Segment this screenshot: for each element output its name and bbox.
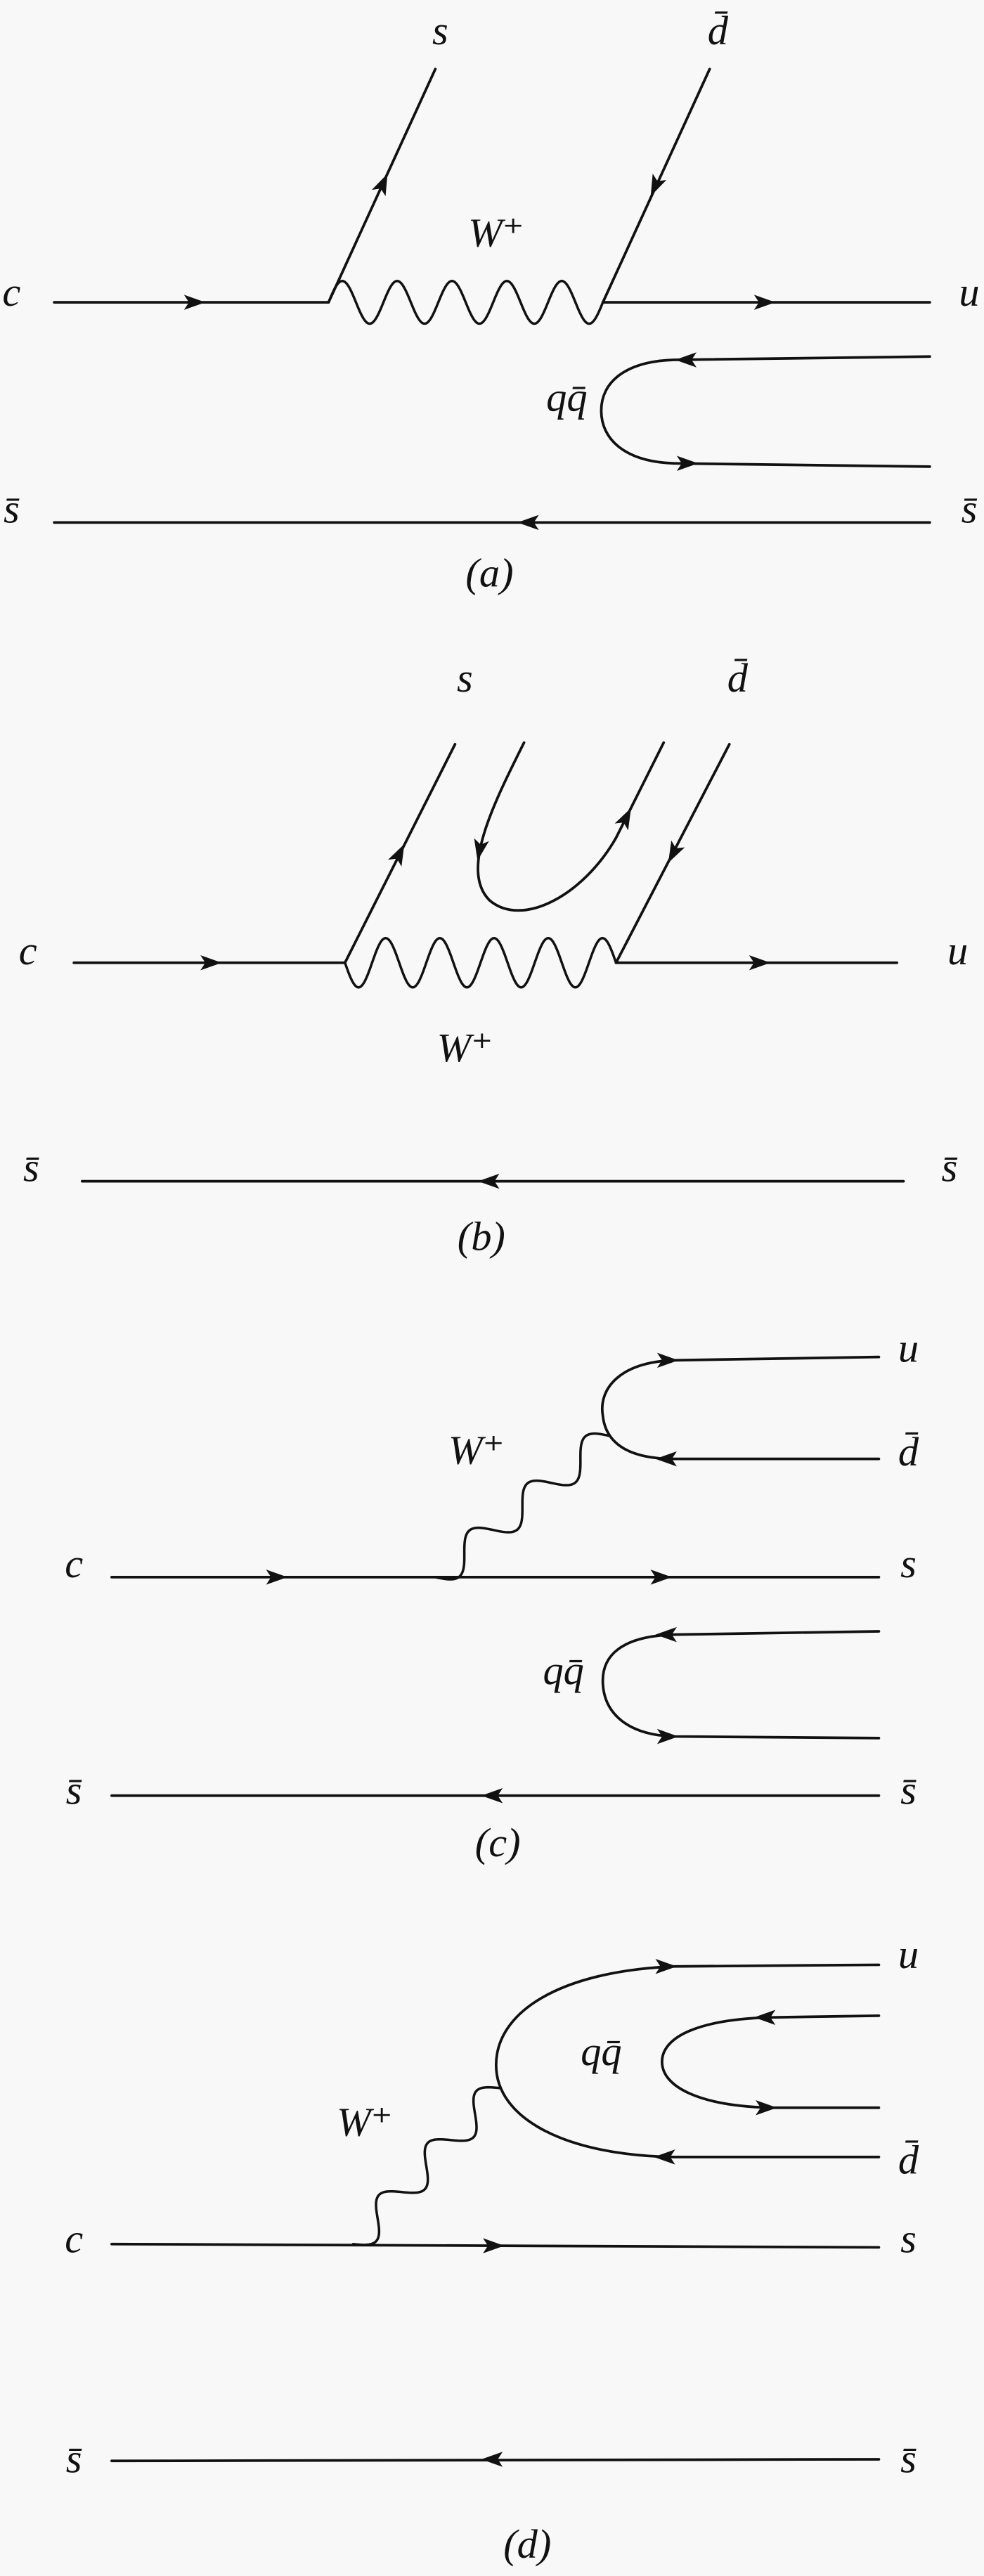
w-boson <box>327 280 604 325</box>
u-dbar-pair-line <box>494 1963 881 2158</box>
label-sbar-left: s̄ <box>4 486 20 531</box>
label-sbar-right: s̄ <box>942 1145 958 1191</box>
qqbar-loop <box>601 1630 881 1740</box>
label-sbar-left: s̄ <box>66 2436 82 2482</box>
label-c: c <box>65 2215 83 2261</box>
arrow-s-out <box>371 170 395 197</box>
qqbar-loop <box>661 2014 881 2109</box>
label-w-boson: W⁺ <box>437 1025 493 1070</box>
label-sbar-left: s̄ <box>23 1145 39 1191</box>
label-dbar: d̄ <box>898 2137 919 2182</box>
label-u: u <box>947 928 968 973</box>
arrow-s-out <box>388 841 411 867</box>
label-qqbar: qq̄ <box>581 2028 621 2074</box>
label-s: s <box>900 2215 917 2261</box>
label-sbar-right: s̄ <box>900 1767 917 1813</box>
label-s: s <box>457 655 473 701</box>
w-boson <box>344 936 618 989</box>
label-dbar: d̄ <box>898 1429 919 1475</box>
u-dbar-pair-line <box>600 1355 881 1461</box>
qqbar-pair-line <box>477 741 666 912</box>
label-u: u <box>898 1326 919 1371</box>
label-c: c <box>19 928 37 973</box>
diagram-c: u d̄ W⁺ c s qq̄ s̄ s̄ (c) <box>65 1326 919 1866</box>
diagram-a: c s d̄ W⁺ u qq̄ s̄ s̄ (a) <box>2 8 979 595</box>
label-w-boson: W⁺ <box>337 2099 393 2145</box>
w-boson <box>351 2085 501 2246</box>
arrow-qqbar-right <box>614 804 638 831</box>
arrow-dbar-out <box>661 840 685 867</box>
caption: (c) <box>475 1820 521 1865</box>
caption: (b) <box>458 1214 505 1260</box>
w-boson <box>434 1432 611 1581</box>
diagram-b: s d̄ c u W⁺ s̄ s̄ (b) <box>19 655 968 1260</box>
arrow-dbar-out <box>643 173 667 200</box>
label-dbar: d̄ <box>708 8 729 53</box>
caption: (d) <box>503 2521 551 2567</box>
diagram-d: u qq̄ W⁺ d̄ c s s̄ s̄ (d) <box>65 1931 919 2567</box>
label-s: s <box>432 8 448 53</box>
label-sbar-right: s̄ <box>962 486 978 531</box>
label-w-boson: W⁺ <box>468 210 524 256</box>
label-u: u <box>959 269 979 315</box>
caption: (a) <box>465 550 513 596</box>
label-s: s <box>900 1541 917 1586</box>
label-sbar-right: s̄ <box>900 2436 917 2482</box>
label-dbar: d̄ <box>727 655 749 701</box>
label-u: u <box>898 1931 919 1977</box>
label-w-boson: W⁺ <box>448 1428 505 1473</box>
label-c: c <box>65 1541 83 1586</box>
label-qqbar: qq̄ <box>546 374 587 420</box>
label-qqbar: qq̄ <box>543 1648 583 1693</box>
qqbar-loop <box>600 355 931 468</box>
label-sbar-left: s̄ <box>66 1767 82 1813</box>
label-c: c <box>2 269 20 315</box>
